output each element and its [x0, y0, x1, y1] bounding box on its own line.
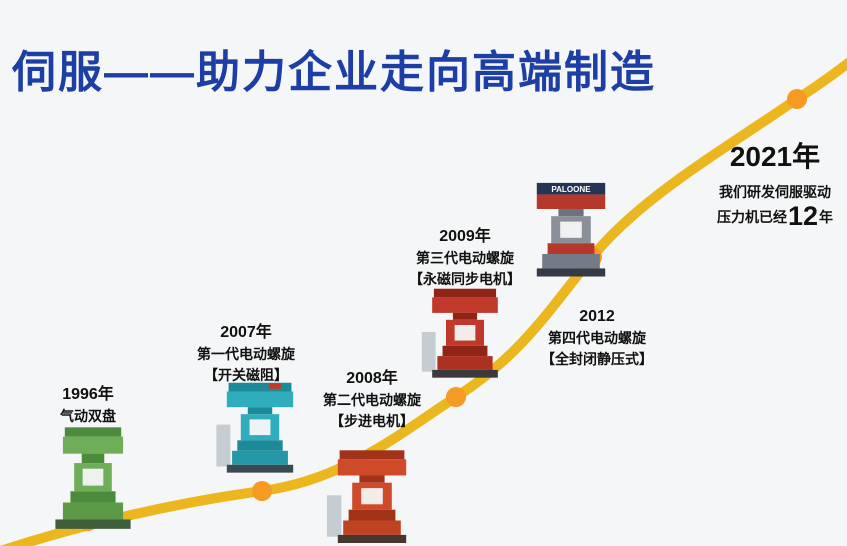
milestone-label: 气动双盘 — [60, 408, 116, 424]
milestone-2007: 2007年 第一代电动螺旋 【开关磁阻】 — [181, 322, 311, 386]
page-title: 伺服——助力企业走向高端制造 — [12, 48, 656, 97]
milestone-sublabel: 压力机已经12年 — [700, 201, 847, 231]
machine-1996-illustration — [46, 422, 140, 537]
sublabel-prefix: 压力机已经 — [716, 209, 787, 225]
milestone-label: 第四代电动螺旋 — [548, 330, 646, 346]
milestone-2012: 2012 第四代电动螺旋 【全封闭静压式】 — [532, 306, 662, 370]
milestone-year: 1996年 — [62, 386, 114, 403]
press-machine-servo: PALOONE — [536, 182, 606, 277]
milestone-year: 2021年 — [729, 141, 821, 172]
milestone-label: 我们研发伺服驱动 — [719, 184, 831, 200]
machine-2008-illustration — [327, 448, 417, 546]
press-machine-orange — [327, 450, 407, 543]
milestone-year: 2008年 — [346, 370, 398, 387]
machine-2007-illustration — [215, 381, 305, 477]
milestone-2009: 2009年 第三代电动螺旋 【永磁同步电机】 — [400, 226, 530, 290]
milestone-dot-2008 — [446, 387, 466, 407]
milestone-sublabel: 【永磁同步电机】 — [409, 271, 521, 287]
years-count: 12 — [787, 201, 819, 231]
milestone-label: 第二代电动螺旋 — [323, 392, 421, 408]
machine-2012-illustration: PALOONE — [526, 181, 616, 282]
milestone-label: 第一代电动螺旋 — [197, 346, 295, 362]
milestone-sublabel: 【全封闭静压式】 — [541, 351, 653, 367]
machine-2009-illustration — [418, 287, 512, 382]
milestone-1996: 1996年 气动双盘 — [23, 384, 153, 427]
milestone-sublabel: 【步进电机】 — [330, 413, 414, 429]
milestone-label: 第三代电动螺旋 — [416, 250, 514, 266]
machine-brand-label: PALOONE — [551, 185, 591, 194]
milestone-year: 2009年 — [439, 228, 491, 245]
milestone-year: 2012 — [579, 308, 615, 325]
press-machine-red — [421, 288, 498, 378]
milestone-dot-2021 — [787, 89, 807, 109]
milestone-year: 2007年 — [220, 324, 272, 341]
milestone-sublabel: 【开关磁阻】 — [204, 367, 288, 383]
press-machine-teal — [216, 382, 294, 473]
curve-path — [0, 57, 847, 546]
press-machine-green — [55, 427, 131, 529]
sublabel-suffix: 年 — [819, 209, 834, 225]
milestone-2021: 2021年 我们研发伺服驱动 压力机已经12年 — [700, 140, 847, 231]
milestone-2008: 2008年 第二代电动螺旋 【步进电机】 — [307, 368, 437, 432]
milestone-dot-2007 — [252, 481, 272, 501]
